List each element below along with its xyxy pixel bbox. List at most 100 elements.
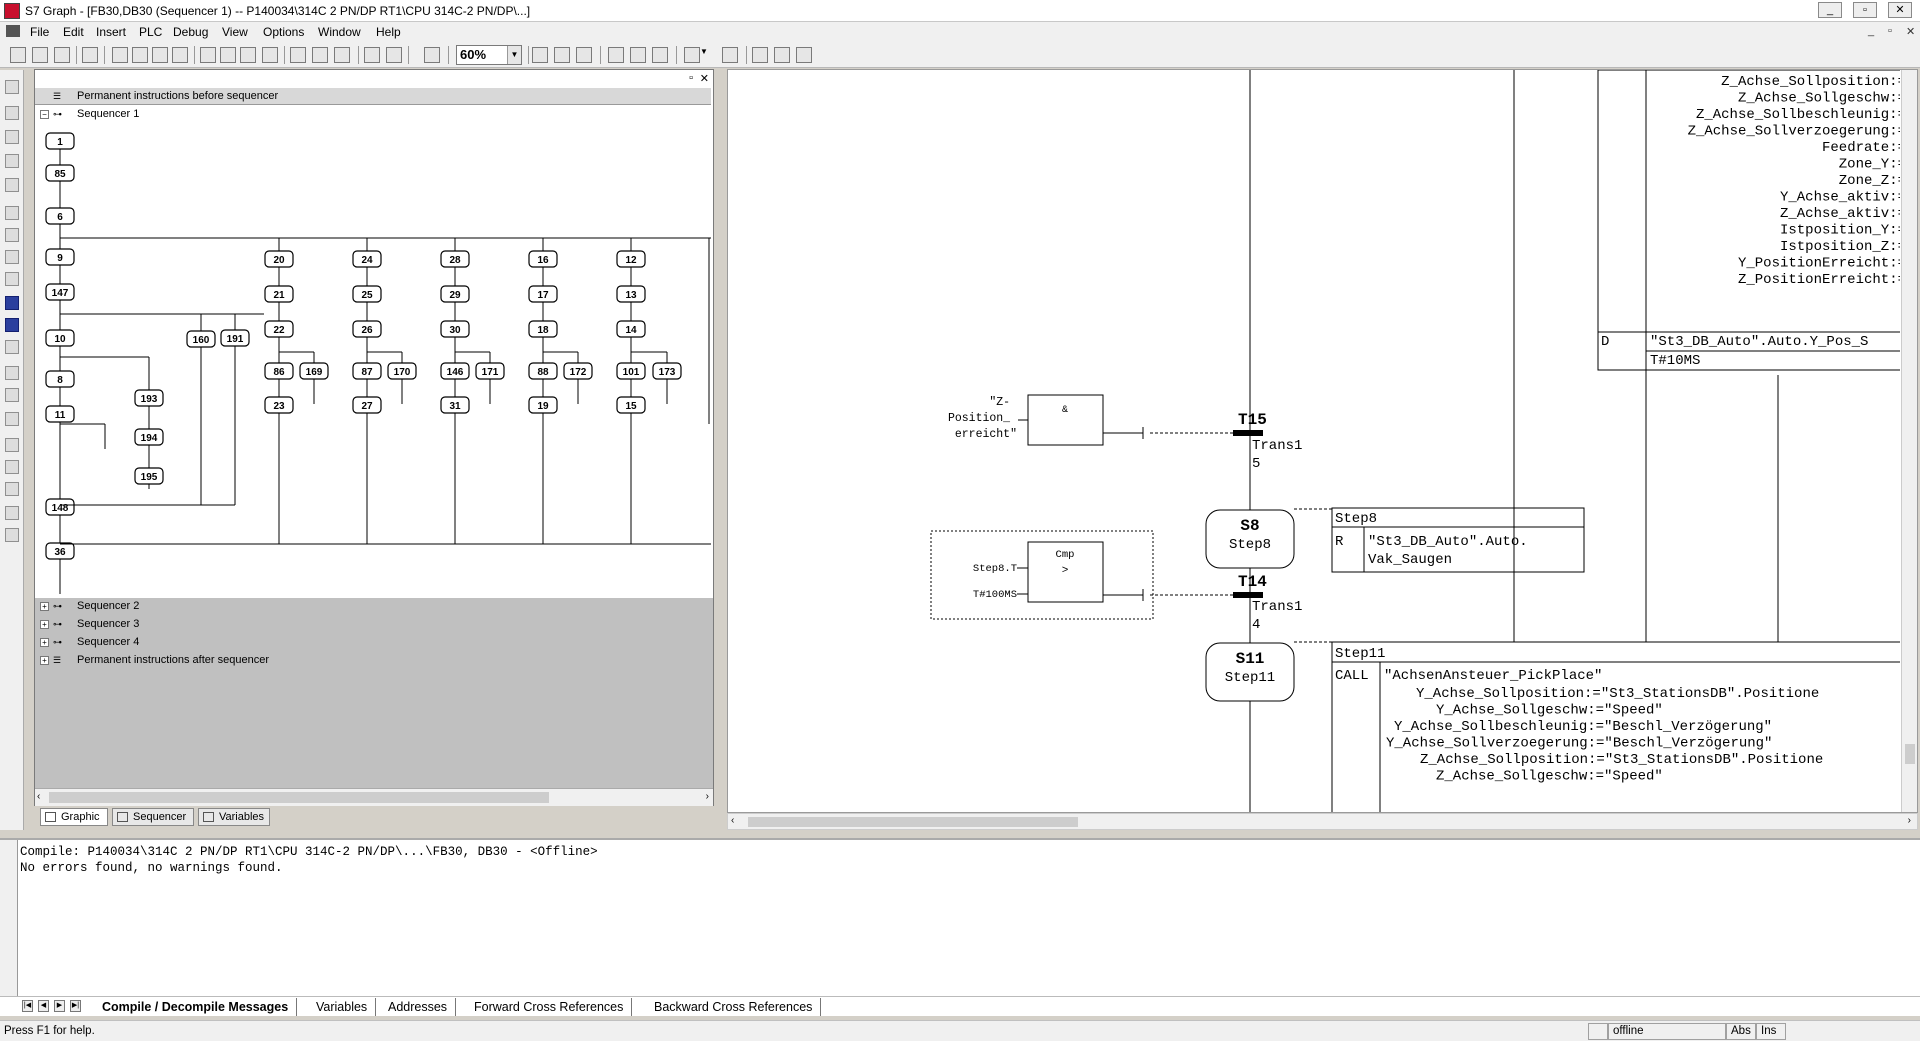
branch-close-icon[interactable]	[5, 528, 19, 542]
tab-sequencer[interactable]: Sequencer	[112, 808, 194, 826]
step-trans-insert-icon[interactable]	[5, 154, 19, 168]
scroll-thumb[interactable]	[748, 817, 1078, 827]
mdi-restore-button[interactable]: ▫	[1888, 25, 1892, 37]
lock-icon[interactable]	[5, 80, 19, 94]
step-node[interactable]: 14	[616, 320, 646, 338]
step-node[interactable]: 146	[440, 362, 470, 380]
step-node[interactable]: 172	[563, 362, 593, 380]
transition-t14-bar[interactable]	[1233, 592, 1263, 598]
paste-icon[interactable]	[240, 47, 256, 63]
zoom-fit-icon[interactable]	[796, 47, 812, 63]
menu-help[interactable]: Help	[376, 25, 401, 39]
hardware-icon[interactable]	[312, 47, 328, 63]
close-branch-icon[interactable]	[5, 272, 19, 286]
step-node[interactable]: 18	[528, 320, 558, 338]
step-node[interactable]: 101	[616, 362, 646, 380]
zoom-select[interactable]: 60%▼	[456, 45, 522, 65]
step-node[interactable]: 20	[264, 250, 294, 268]
go-forward-icon[interactable]	[386, 47, 402, 63]
step-s11[interactable]	[1205, 642, 1295, 702]
expand-icon[interactable]: +	[40, 638, 49, 647]
tab-addresses[interactable]: Addresses	[380, 998, 457, 1016]
step-node[interactable]: 194	[134, 428, 164, 446]
menu-file[interactable]: File	[30, 25, 50, 39]
step-node[interactable]: 88	[528, 362, 558, 380]
tab-next-icon[interactable]: ▶	[54, 1000, 65, 1012]
tab-prev-icon[interactable]: ◀	[38, 1000, 49, 1012]
step-node[interactable]: 22	[264, 320, 294, 338]
expand-icon[interactable]: +	[40, 620, 49, 629]
step-node[interactable]: 170	[387, 362, 417, 380]
step-trans-icon[interactable]	[5, 130, 19, 144]
step-node[interactable]: 86	[264, 362, 294, 380]
minimize-button[interactable]: _	[1818, 2, 1842, 18]
tab-variables[interactable]: Variables	[198, 808, 270, 826]
insert-sequencer-icon[interactable]	[5, 318, 19, 332]
step-node[interactable]: 87	[352, 362, 382, 380]
step-node[interactable]: 27	[352, 396, 382, 414]
scroll-thumb[interactable]	[49, 792, 549, 803]
tab-compile-messages[interactable]: Compile / Decompile Messages	[94, 998, 298, 1016]
menu-options[interactable]: Options	[263, 25, 305, 39]
step-node[interactable]: 25	[352, 285, 382, 303]
perm-before-icon[interactable]	[5, 340, 19, 354]
step-node[interactable]: 171	[475, 362, 505, 380]
compare-icon[interactable]	[5, 482, 19, 496]
undo-dropdown-icon[interactable]	[132, 47, 148, 63]
go-back-icon[interactable]	[364, 47, 380, 63]
tab-graphic[interactable]: Graphic	[40, 808, 108, 826]
zoom-out-icon[interactable]	[774, 47, 790, 63]
tab-variables[interactable]: Variables	[308, 998, 377, 1016]
branch-icon[interactable]	[554, 47, 570, 63]
close-button[interactable]: ✕	[1888, 2, 1912, 18]
step-node[interactable]: 195	[134, 467, 164, 485]
find-icon[interactable]	[262, 47, 278, 63]
print-icon[interactable]	[82, 47, 98, 63]
menu-insert[interactable]: Insert	[96, 25, 127, 39]
step-node[interactable]: 148	[45, 498, 75, 516]
perm-contact-icon[interactable]	[5, 366, 19, 380]
menu-debug[interactable]: Debug	[173, 25, 209, 39]
transition-t15-bar[interactable]	[1233, 430, 1263, 436]
monitor-icon[interactable]	[334, 47, 350, 63]
copy-icon[interactable]	[220, 47, 236, 63]
step-node[interactable]: 193	[134, 389, 164, 407]
zoom-in-icon[interactable]	[752, 47, 768, 63]
step-node[interactable]: 9	[45, 248, 75, 266]
step-node[interactable]: 19	[528, 396, 558, 414]
download-icon[interactable]	[290, 47, 306, 63]
seq-end-icon[interactable]	[5, 206, 19, 220]
pointer-icon[interactable]	[5, 106, 19, 120]
step-node[interactable]: 21	[264, 285, 294, 303]
step-node[interactable]: 147	[45, 283, 75, 301]
save-icon[interactable]	[54, 47, 70, 63]
overview-icon[interactable]	[722, 47, 738, 63]
collapse-icon[interactable]: −	[40, 110, 49, 119]
expand-icon[interactable]: +	[40, 602, 49, 611]
undo-icon[interactable]	[112, 47, 128, 63]
tree-item-permanent-after[interactable]: + ☰ Permanent instructions after sequenc…	[35, 652, 711, 669]
step-node[interactable]: 30	[440, 320, 470, 338]
open-icon[interactable]	[32, 47, 48, 63]
scroll-thumb[interactable]	[1905, 744, 1915, 764]
step-node[interactable]: 169	[299, 362, 329, 380]
step-node[interactable]: 160	[186, 330, 216, 348]
action-icon[interactable]	[630, 47, 646, 63]
step-node[interactable]: 28	[440, 250, 470, 268]
scroll-left-icon[interactable]: ‹	[37, 791, 41, 802]
scroll-left-icon[interactable]: ‹	[731, 815, 735, 826]
mdi-close-button[interactable]: ✕	[1906, 26, 1916, 38]
step-node[interactable]: 16	[528, 250, 558, 268]
step-node[interactable]: 10	[45, 329, 75, 347]
step-node[interactable]: 8	[45, 370, 75, 388]
sim-branch-icon[interactable]	[5, 250, 19, 264]
menu-window[interactable]: Window	[318, 25, 361, 39]
new-sequencer-icon[interactable]	[5, 296, 19, 310]
step-node[interactable]: 85	[45, 164, 75, 182]
tab-backward-cross-references[interactable]: Backward Cross References	[646, 998, 822, 1016]
sequencer-vertical-scrollbar[interactable]	[1901, 70, 1917, 812]
step-node[interactable]: 12	[616, 250, 646, 268]
step-node[interactable]: 191	[220, 329, 250, 347]
mdi-minimize-button[interactable]: _	[1868, 25, 1875, 37]
view-mode-icon[interactable]	[684, 47, 700, 63]
